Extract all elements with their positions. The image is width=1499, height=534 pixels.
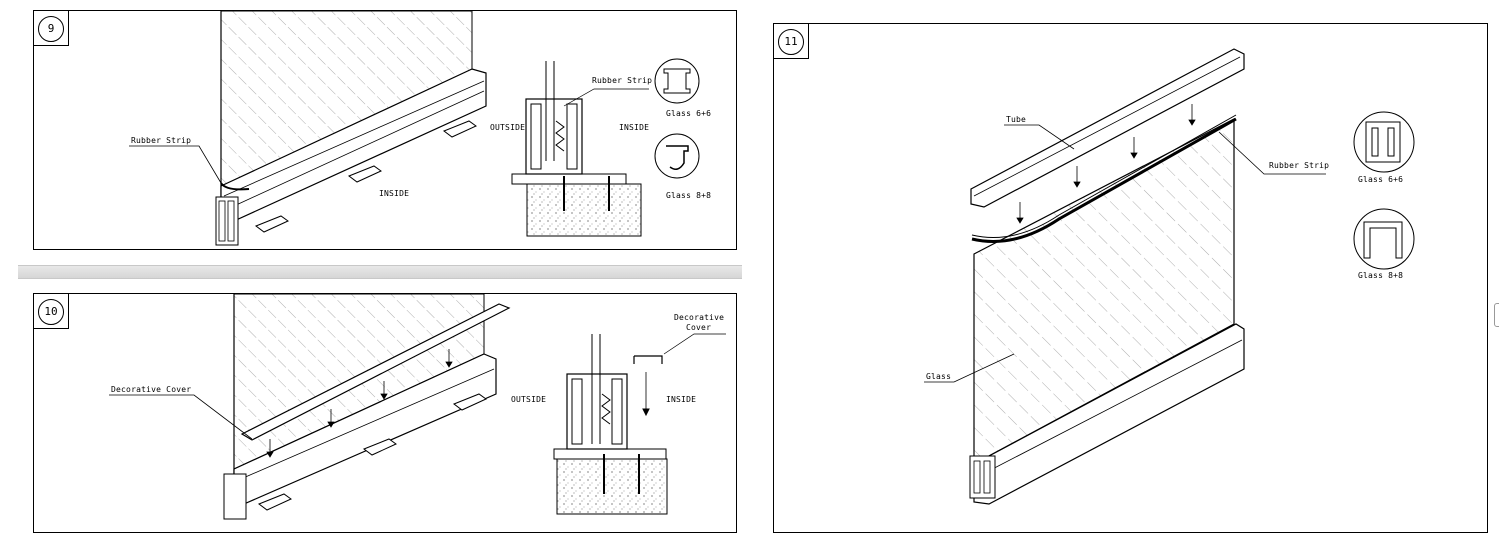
step-11-illustration bbox=[924, 48, 1415, 505]
step-number-box bbox=[34, 294, 69, 329]
label-glass-66: Glass 6+6 bbox=[1358, 175, 1404, 184]
step-10-illustration bbox=[109, 294, 726, 520]
rubber-strip-curve bbox=[220, 182, 250, 191]
tube bbox=[970, 48, 1245, 208]
label-decorative-cover-detail-1: Decorative bbox=[674, 313, 725, 322]
scroll-marker[interactable] bbox=[1494, 303, 1499, 327]
base-brackets bbox=[254, 120, 477, 233]
rubber-strip bbox=[971, 117, 1237, 243]
install-arrows bbox=[266, 349, 453, 458]
step-number: 9 bbox=[38, 16, 64, 42]
step-number-box bbox=[34, 11, 69, 46]
profile-66-icon bbox=[1353, 111, 1415, 173]
label-rubber-strip: Rubber Strip bbox=[131, 136, 192, 145]
label-inside: INSIDE bbox=[379, 189, 410, 198]
label-glass-88: Glass 8+8 bbox=[1358, 271, 1404, 280]
step-9-panel: 9 bbox=[33, 10, 737, 250]
decorative-cover bbox=[240, 303, 511, 441]
label-outside: OUTSIDE bbox=[490, 123, 526, 132]
label-tube: Tube bbox=[1006, 115, 1027, 124]
step-number: 11 bbox=[778, 29, 804, 55]
section-detail bbox=[553, 333, 726, 515]
label-glass-88: Glass 8+8 bbox=[666, 191, 712, 200]
base-rail bbox=[973, 323, 1245, 505]
label-decorative-cover-detail-2: Cover bbox=[686, 323, 712, 332]
glass-panel bbox=[973, 118, 1235, 466]
profile-88-icon bbox=[1353, 208, 1415, 270]
install-arrows bbox=[1016, 104, 1196, 224]
section-detail bbox=[511, 61, 649, 237]
seal-66-icon bbox=[654, 58, 700, 104]
label-inside-detail: INSIDE bbox=[619, 123, 650, 132]
label-glass: Glass bbox=[926, 372, 952, 381]
label-outside: OUTSIDE bbox=[511, 395, 547, 404]
base-brackets bbox=[257, 393, 487, 511]
label-rubber-strip-detail: Rubber Strip bbox=[592, 76, 653, 85]
step-number: 10 bbox=[38, 299, 64, 325]
step-number-box bbox=[774, 24, 809, 59]
step-11-panel: 11 bbox=[773, 23, 1488, 533]
step-10-panel: 10 bbox=[33, 293, 737, 533]
label-decorative-cover: Decorative Cover bbox=[111, 385, 192, 394]
label-rubber-strip: Rubber Strip bbox=[1269, 161, 1330, 170]
step-9-illustration bbox=[129, 11, 700, 246]
page-separator bbox=[18, 265, 742, 279]
label-inside: INSIDE bbox=[666, 395, 697, 404]
label-glass-66: Glass 6+6 bbox=[666, 109, 712, 118]
seal-88-icon bbox=[654, 133, 700, 179]
